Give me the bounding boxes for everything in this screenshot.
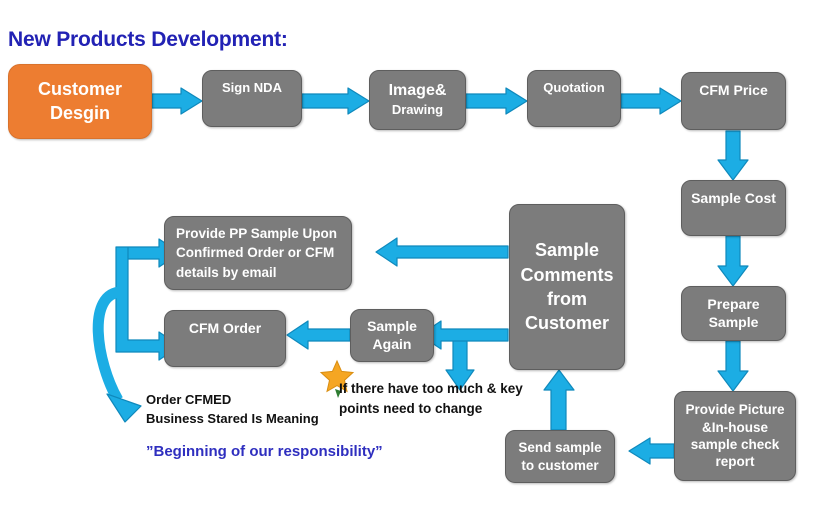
node-image-drawing[interactable]: Image& Drawing — [369, 70, 466, 130]
node-image-drawing-line1: Image& — [388, 82, 447, 100]
arrow-samplecost-to-prepare — [717, 235, 749, 287]
page-title: New Products Development: — [8, 28, 288, 51]
arrow-curve-to-note — [92, 286, 123, 403]
node-cfm-order[interactable]: CFM Order — [164, 310, 286, 367]
arrow-cfmprice-to-samplecost — [717, 130, 749, 181]
annotation-order-note: Order CFMED Business Stared Is Meaning — [146, 392, 319, 426]
node-prepare-sample[interactable]: Prepare Sample — [681, 286, 786, 341]
star-icon — [319, 359, 355, 393]
arrow-curve-head — [106, 393, 142, 423]
node-quotation[interactable]: Quotation — [527, 70, 621, 127]
node-provide-pp-sample[interactable]: Provide PP Sample Upon Confirmed Order o… — [164, 216, 352, 290]
arrow-samplecomments-to-sampleagain — [419, 320, 509, 391]
arrow-sampleagain-to-cfmorder — [286, 320, 351, 350]
node-customer-design[interactable]: Customer Desgin — [8, 64, 152, 139]
node-sample-cost[interactable]: Sample Cost — [681, 180, 786, 236]
node-image-drawing-line2: Drawing — [391, 101, 444, 117]
node-sample-again[interactable]: Sample Again — [350, 309, 434, 362]
node-sample-comments[interactable]: Sample Comments from Customer — [509, 204, 625, 370]
node-cfm-price[interactable]: CFM Price — [681, 72, 786, 130]
arrow-sendsample-to-samplecomments — [543, 369, 575, 431]
arrow-samplecomments-to-pp — [375, 237, 509, 267]
annotation-responsibility-note: ”Beginning of our responsibility” — [146, 443, 383, 460]
arrow-quotation-to-cfmprice — [620, 87, 682, 115]
arrow-image-to-quotation — [465, 87, 528, 115]
node-sign-nda[interactable]: Sign NDA — [202, 70, 302, 127]
arrow-prepare-to-providepicture — [717, 340, 749, 392]
star-tail — [335, 389, 341, 398]
node-send-sample[interactable]: Send sample to customer — [505, 430, 615, 483]
annotation-condition-note: If there have too much & key points need… — [339, 381, 523, 416]
arrow-nda-to-image — [301, 87, 370, 115]
arrow-providepicture-to-sendsample — [628, 437, 675, 465]
arrow-design-to-nda — [151, 87, 203, 115]
node-provide-picture[interactable]: Provide Picture &In-house sample check r… — [674, 391, 796, 481]
